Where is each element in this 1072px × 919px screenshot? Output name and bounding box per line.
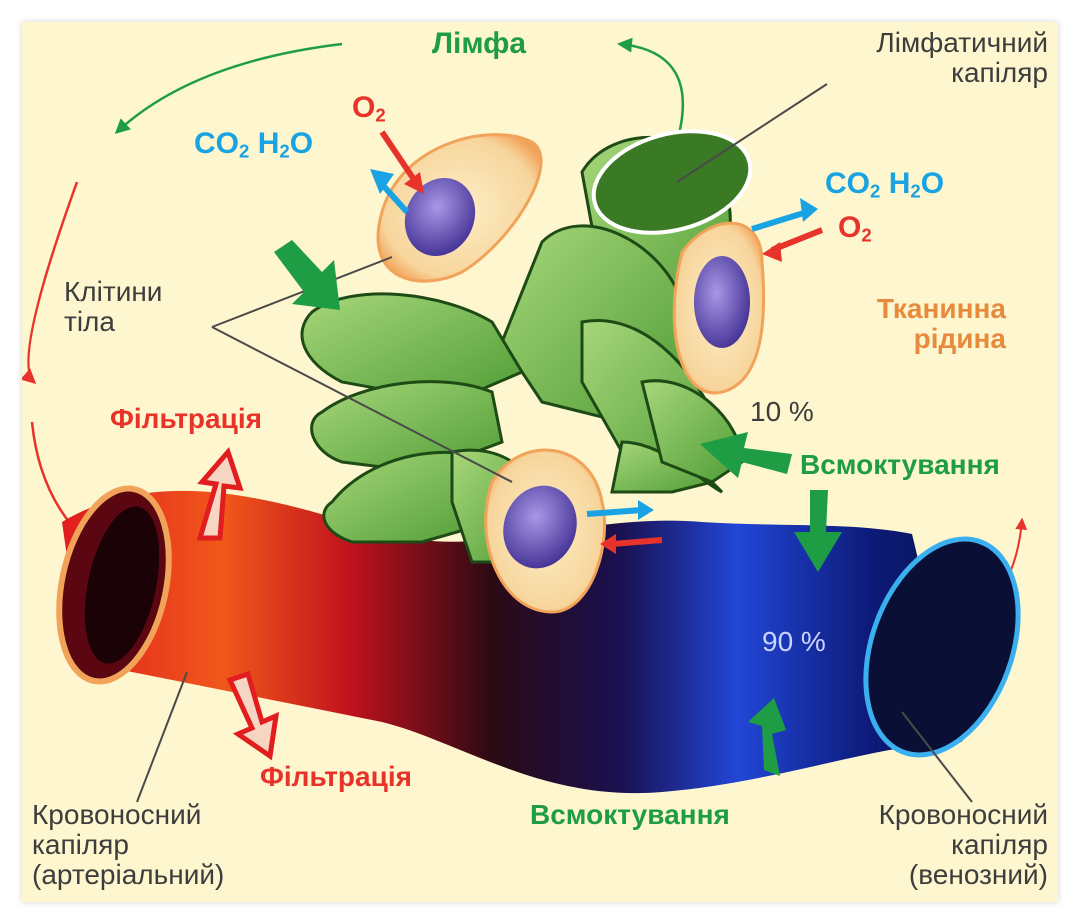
label-filtration-top: Фільтрація [110,404,262,434]
label-tissue-fluid: Тканинна рідина [877,294,1006,354]
label-arterial-capillary: Кровоносний капіляр (артеріальний) [32,800,224,891]
label-absorption-bottom: Всмоктування [530,800,730,830]
label-lymphatic-capillary: Лімфатичний капіляр [876,28,1048,88]
body-cell-right [674,223,763,393]
label-right-co2-h2o: CO2 H2O [825,168,944,202]
label-90-percent: 90 % [762,627,826,657]
leader-arterial [137,672,187,802]
label-right-o2: O2 [838,212,872,246]
label-absorption-right: Всмоктування [800,450,1000,480]
label-body-cells: Клітини тіла [64,277,162,337]
label-venous-capillary: Кровоносний капіляр (венозний) [879,800,1048,891]
circulation-arrow-top-left [117,44,342,132]
label-lymph: Лімфа [432,28,526,60]
lymph-outflow-arrow [620,44,683,142]
label-top-co2-h2o: CO2 H2O [194,128,313,162]
label-top-o2: O2 [352,92,386,126]
label-10-percent: 10 % [750,397,814,427]
figure-frame: Лімфа Лімфатичний капіляр CO2 H2O O2 CO2… [22,22,1058,902]
label-filtration-bottom: Фільтрація [260,762,412,792]
